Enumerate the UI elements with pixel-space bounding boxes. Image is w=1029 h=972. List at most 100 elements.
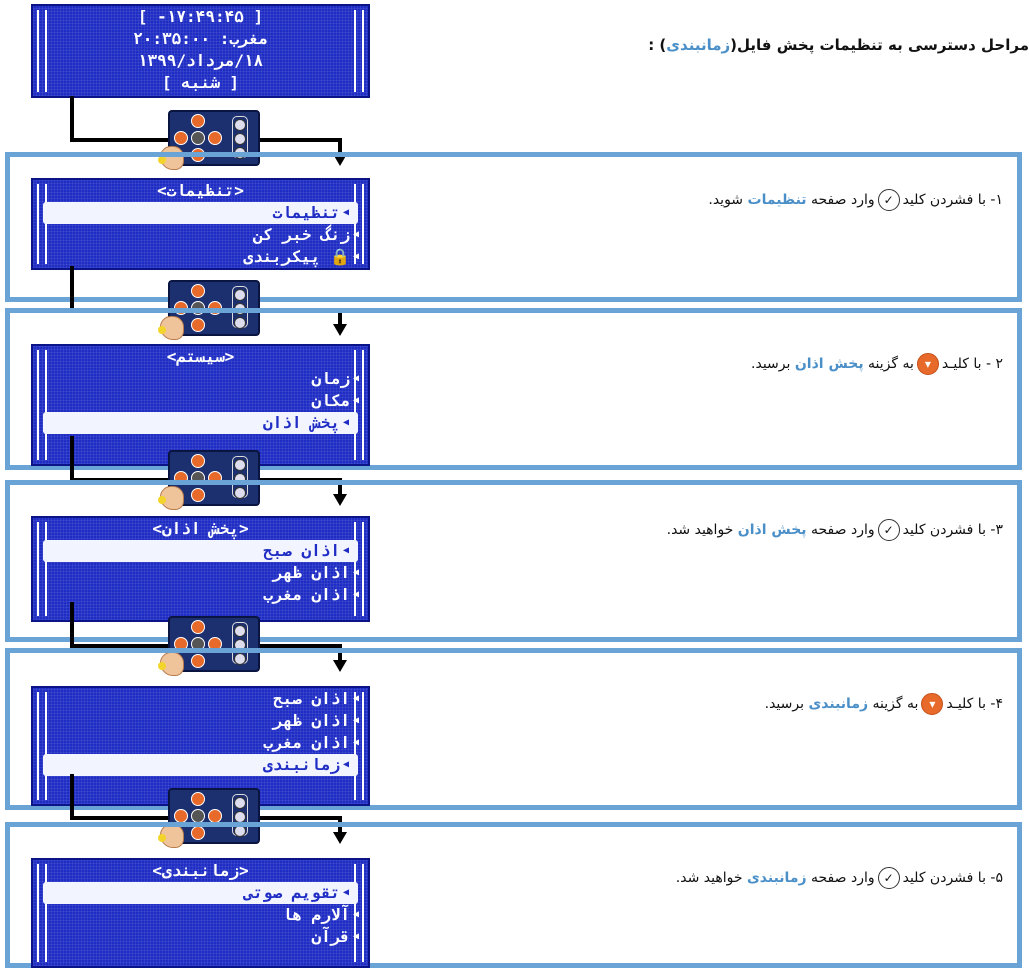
lcd-menu-item: ◀🔒 پیکربندی — [33, 246, 368, 268]
key-button-icon — [191, 488, 205, 502]
connector-line — [338, 478, 342, 496]
lcd-screen: <پخش اذان>◀اذان صبح◀اذان ظهر◀اذان مغرب — [31, 516, 370, 622]
connector-line — [338, 138, 342, 156]
lcd-menu-label: قرآن — [311, 927, 350, 946]
step-text-pre: ۱- با فشردن کلید — [902, 192, 1003, 208]
pointer-icon: ◀ — [342, 887, 352, 898]
lcd-menu-label: تقویم صوتی — [243, 883, 340, 902]
step-instruction: ۱- با فشردن کلید✓وارد صفحه تنظیمات شوید. — [708, 189, 1003, 211]
lcd-header: <زمانبندی> — [152, 861, 249, 880]
step-text-mid: وارد صفحه — [811, 522, 875, 538]
pointer-icon: ◀ — [352, 693, 362, 704]
lcd-menu-item: ◀تنظیمات — [43, 202, 358, 224]
step-frame: ۳- با فشردن کلید✓وارد صفحه پخش اذان خواه… — [5, 480, 1022, 642]
step-text-highlight: پخش اذان — [737, 522, 807, 538]
connector-line — [70, 436, 74, 480]
pointer-icon: ◀ — [352, 931, 362, 942]
sparkle-icon — [158, 326, 166, 334]
lcd-header: <پخش اذان> — [152, 519, 249, 538]
step-text-pre: ۴- با کلیـد — [946, 696, 1003, 712]
keypad-icon — [158, 614, 264, 676]
lcd-header: <سیستم> — [166, 347, 235, 366]
check-circle-icon: ✓ — [877, 519, 900, 541]
step-instruction: ۲ - با کلیـد▾به گزینه پخش اذان برسید. — [751, 353, 1003, 375]
connector-line — [338, 308, 342, 326]
arrow-down-icon — [333, 832, 347, 844]
lcd-menu-item: ◀پخش اذان — [43, 412, 358, 434]
pointer-icon: ◀ — [352, 737, 362, 748]
step-frame: ۵- با فشردن کلید✓وارد صفحه زمانبندی خواه… — [5, 822, 1022, 968]
step-text-highlight: پخش اذان — [794, 356, 864, 372]
arrow-down-icon — [333, 324, 347, 336]
lcd-menu-label: تنظیمات — [272, 203, 340, 222]
check-circle-icon: ✓ — [877, 189, 900, 211]
lcd-header: <تنظیمات> — [157, 181, 244, 200]
step-text-pre: ۵- با فشردن کلید — [902, 870, 1003, 886]
lcd-menu-item: ◀اذان صبح — [33, 688, 368, 710]
lcd-home-screen: [ ۱۷:۴۹:۴۵- ] مغرب: ۲۰:۳۵:۰۰ ۱۸/مرداد/۱۳… — [31, 4, 370, 98]
connector-line — [70, 774, 74, 818]
lcd-row: مغرب: ۲۰:۳۵:۰۰ — [133, 29, 268, 48]
lcd-menu-item: ◀اذان صبح — [43, 540, 358, 562]
pointer-icon: ◀ — [352, 395, 362, 406]
lcd-menu-item: ◀زمانبندی — [43, 754, 358, 776]
lcd-menu-label: 🔒 پیکربندی — [243, 247, 350, 266]
sparkle-icon — [158, 156, 166, 164]
page-title: مراحل دسترسی به تنظیمات پخش فایل(زمانبند… — [648, 36, 1029, 54]
pointer-icon: ◀ — [342, 545, 352, 556]
pointer-icon: ◀ — [352, 251, 362, 262]
step-instruction: ۳- با فشردن کلید✓وارد صفحه پخش اذان خواه… — [667, 519, 1003, 541]
lcd-menu-label: اذان مغرب — [263, 733, 350, 752]
pointer-icon: ◀ — [352, 229, 362, 240]
arrow-down-icon — [333, 494, 347, 506]
step-text-mid: به گزینه — [868, 356, 914, 372]
lcd-menu-item: ◀قرآن — [33, 926, 368, 948]
lcd-screen: ◀اذان صبح◀اذان ظهر◀اذان مغرب◀زمانبندی — [31, 686, 370, 806]
step-text-highlight: زمانبندی — [746, 870, 807, 886]
step-text-highlight: زمانبندی — [808, 696, 869, 712]
lcd-menu-item: ◀مکان — [33, 390, 368, 412]
key-button-icon — [208, 131, 222, 145]
key-button-icon — [191, 318, 205, 332]
pointer-icon: ◀ — [342, 207, 352, 218]
key-button-icon — [174, 809, 188, 823]
side-buttons-icon — [232, 794, 248, 837]
key-button-icon — [191, 792, 205, 806]
pointer-icon: ◀ — [352, 589, 362, 600]
keypad-icon — [158, 448, 264, 510]
sparkle-icon — [158, 496, 166, 504]
connector-line — [70, 266, 74, 310]
lcd-menu-item: ◀اذان مغرب — [33, 732, 368, 754]
lcd-menu-label: زنگ خبر کن — [253, 225, 350, 244]
lcd-screen: <زمانبندی>◀تقویم صوتی◀آلارم ها◀قرآن — [31, 858, 370, 968]
lcd-menu-label: پخش اذان — [262, 413, 340, 432]
connector-line — [70, 96, 74, 140]
step-text-mid: وارد صفحه — [811, 192, 875, 208]
pointer-icon: ◀ — [342, 417, 352, 428]
lcd-menu-label: اذان صبح — [262, 541, 340, 560]
pointer-icon: ◀ — [352, 909, 362, 920]
key-button-icon — [191, 809, 205, 823]
step-instruction: ۴- با کلیـد▾به گزینه زمانبندی برسید. — [765, 693, 1003, 715]
step-frame: ۱- با فشردن کلید✓وارد صفحه تنظیمات شوید. — [5, 152, 1022, 302]
arrow-down-icon — [333, 154, 347, 166]
key-button-icon — [191, 114, 205, 128]
step-text-mid: به گزینه — [872, 696, 919, 712]
lcd-menu-item: ◀اذان ظهر — [33, 562, 368, 584]
lcd-menu-label: مکان — [311, 391, 350, 410]
step-text-pre: ۳- با فشردن کلید — [902, 522, 1003, 538]
lcd-screen: <تنظیمات>◀تنظیمات◀زنگ خبر کن◀🔒 پیکربندی — [31, 178, 370, 270]
step-text-post: خواهید شد. — [675, 870, 743, 886]
lcd-menu-item: ◀آلارم ها — [33, 904, 368, 926]
key-button-icon — [191, 654, 205, 668]
lcd-menu-label: اذان ظهر — [272, 711, 350, 730]
lcd-menu-label: زمان — [311, 369, 350, 388]
key-button-icon — [174, 131, 188, 145]
step-text-highlight: تنظیمات — [747, 192, 807, 208]
down-chevron-circle-icon: ▾ — [916, 353, 939, 375]
lcd-menu-item: ◀زنگ خبر کن — [33, 224, 368, 246]
lcd-menu-item: ◀زمان — [33, 368, 368, 390]
pointer-icon: ◀ — [352, 567, 362, 578]
key-button-icon — [191, 131, 205, 145]
down-chevron-circle-icon: ▾ — [921, 693, 944, 715]
